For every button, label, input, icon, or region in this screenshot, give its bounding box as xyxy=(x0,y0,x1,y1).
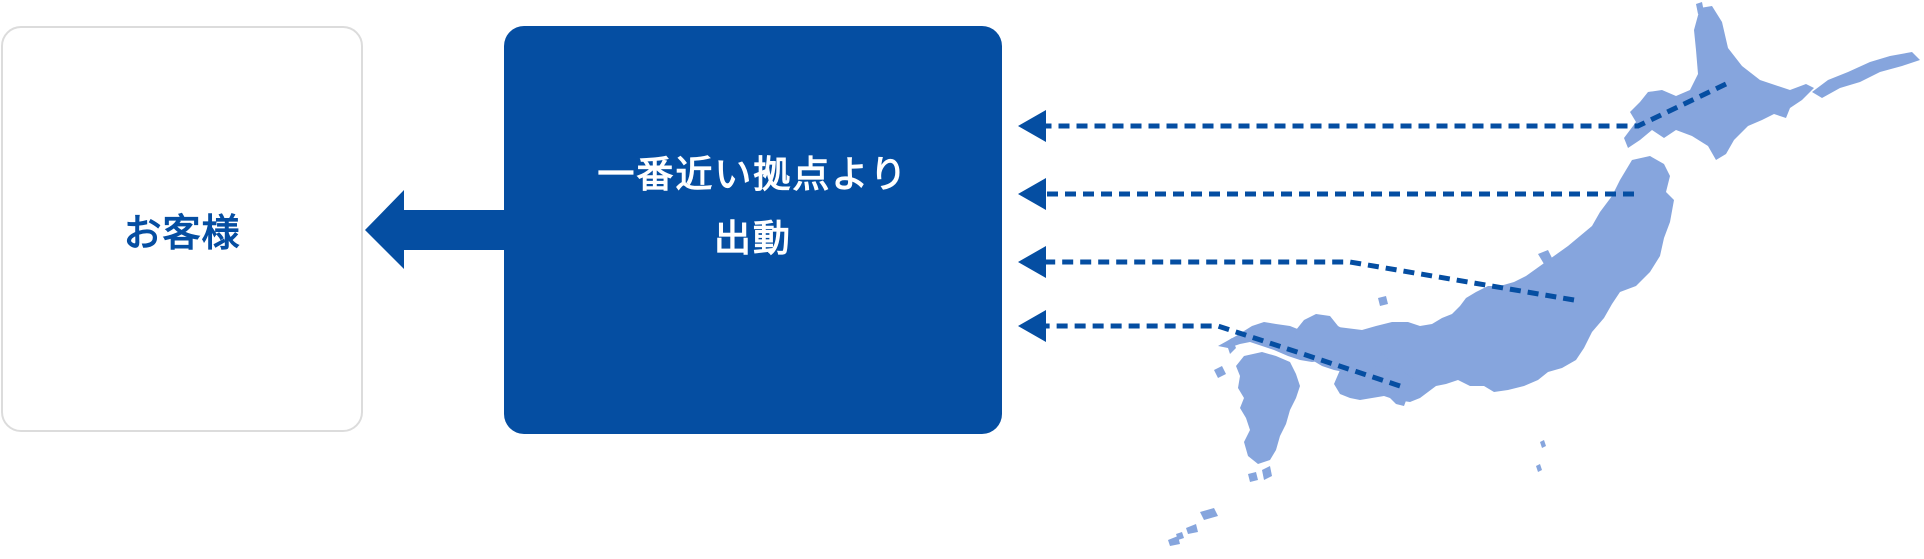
arrowhead-tohoku xyxy=(1018,178,1046,210)
map-kuril-islands xyxy=(1812,52,1920,98)
map-ryukyu-1 xyxy=(1200,508,1218,520)
map-ryukyu-4 xyxy=(1176,532,1184,540)
map-island-oki xyxy=(1378,296,1388,306)
map-izu-island xyxy=(1540,440,1546,448)
customer-box: お客様 xyxy=(1,26,363,432)
map-ryukyu-2 xyxy=(1186,524,1198,534)
map-island-tsushima xyxy=(1226,338,1236,354)
map-island-yakushima xyxy=(1248,472,1258,482)
map-shikoku xyxy=(1334,366,1418,402)
map-island-north xyxy=(1696,2,1704,14)
map-island-tanegashima xyxy=(1262,466,1272,480)
dispatch-label-line1: 一番近い拠点より xyxy=(597,153,909,196)
map-island-goto xyxy=(1214,366,1226,378)
map-island-sado xyxy=(1538,250,1552,264)
dispatch-box: 一番近い拠点より 出動 xyxy=(504,26,1002,434)
route-line-hokkaido xyxy=(1044,81,1728,129)
map-hokkaido xyxy=(1624,6,1814,160)
route-line-kanto xyxy=(1044,259,1575,303)
japan-map xyxy=(1168,2,1920,546)
dispatch-label-line2: 出動 xyxy=(714,217,792,260)
route-arrowheads xyxy=(1018,110,1046,342)
map-kyushu xyxy=(1236,352,1300,464)
route-line-kansai xyxy=(1044,323,1401,389)
arrowhead-kansai xyxy=(1018,310,1046,342)
dispatch-to-customer-arrow xyxy=(365,190,504,269)
map-ryukyu-3 xyxy=(1168,536,1180,546)
map-izu-island-2 xyxy=(1536,464,1542,472)
arrowhead-hokkaido xyxy=(1018,110,1046,142)
customer-label: お客様 xyxy=(123,210,241,255)
dispatch-routes xyxy=(1044,81,1728,389)
arrowhead-kanto xyxy=(1018,246,1046,278)
